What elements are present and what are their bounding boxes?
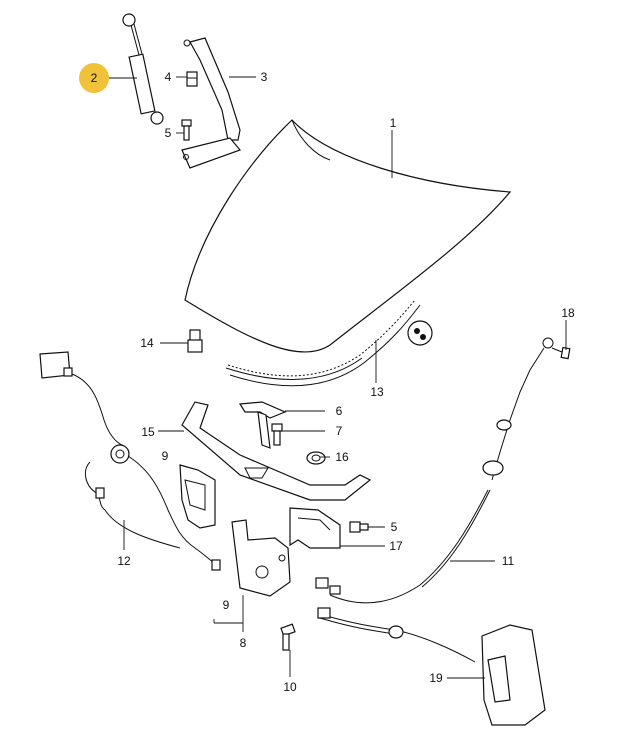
highlight-marker-2 xyxy=(79,63,109,93)
clip-part-16[interactable] xyxy=(306,451,326,465)
callout-4[interactable]: 4 xyxy=(165,70,172,84)
callout-16[interactable]: 16 xyxy=(335,450,349,464)
bolt-part-5-top[interactable] xyxy=(181,119,192,141)
plate-part-17[interactable] xyxy=(289,507,341,549)
callout-15[interactable]: 15 xyxy=(141,425,155,439)
nut-part-4[interactable] xyxy=(186,71,198,87)
callout-12[interactable]: 12 xyxy=(117,554,131,568)
callout-3[interactable]: 3 xyxy=(261,70,268,84)
gas-strut-part[interactable] xyxy=(122,13,164,125)
hood-hinge-part[interactable] xyxy=(181,37,242,169)
callout-17[interactable]: 17 xyxy=(389,539,403,553)
callout-10[interactable]: 10 xyxy=(283,680,297,694)
holder-part-9-upper[interactable] xyxy=(179,464,216,529)
sensor-cable-part-12[interactable] xyxy=(39,351,221,571)
bolt-part-5-right[interactable] xyxy=(349,521,369,533)
callout-9-lower[interactable]: 9 xyxy=(223,598,230,612)
bolt-part-7[interactable] xyxy=(271,423,283,446)
bolt-part-18[interactable] xyxy=(551,346,571,360)
hood-lock-part-8[interactable] xyxy=(231,519,291,597)
lock-carrier-part-15[interactable] xyxy=(181,401,372,501)
leader-lines xyxy=(105,76,567,679)
callout-18[interactable]: 18 xyxy=(561,306,575,320)
release-cable-part-11[interactable] xyxy=(315,337,554,604)
callout-13[interactable]: 13 xyxy=(370,385,384,399)
callout-11[interactable]: 11 xyxy=(502,554,515,568)
callout-labels: 2 1 3 4 5 18 14 13 6 15 7 9 16 5 17 11 1… xyxy=(91,70,575,694)
warning-symbol-icon xyxy=(407,320,433,346)
callout-8[interactable]: 8 xyxy=(240,636,247,650)
callout-1[interactable]: 1 xyxy=(390,116,397,130)
bracket-part-6[interactable] xyxy=(238,401,287,449)
callout-7[interactable]: 7 xyxy=(336,424,343,438)
bolt-part-10[interactable] xyxy=(280,623,296,651)
callout-14[interactable]: 14 xyxy=(140,336,154,350)
buffer-part-14[interactable] xyxy=(187,329,203,353)
callout-9-upper[interactable]: 9 xyxy=(162,449,169,463)
hood-part[interactable] xyxy=(184,119,512,353)
callout-2[interactable]: 2 xyxy=(91,71,98,85)
release-handle-part-19[interactable] xyxy=(317,607,546,726)
callout-5-right[interactable]: 5 xyxy=(391,520,398,534)
callout-5-top[interactable]: 5 xyxy=(165,126,172,140)
callout-6[interactable]: 6 xyxy=(336,404,343,418)
callout-19[interactable]: 19 xyxy=(429,671,443,685)
hood-seal-part[interactable] xyxy=(225,299,421,387)
